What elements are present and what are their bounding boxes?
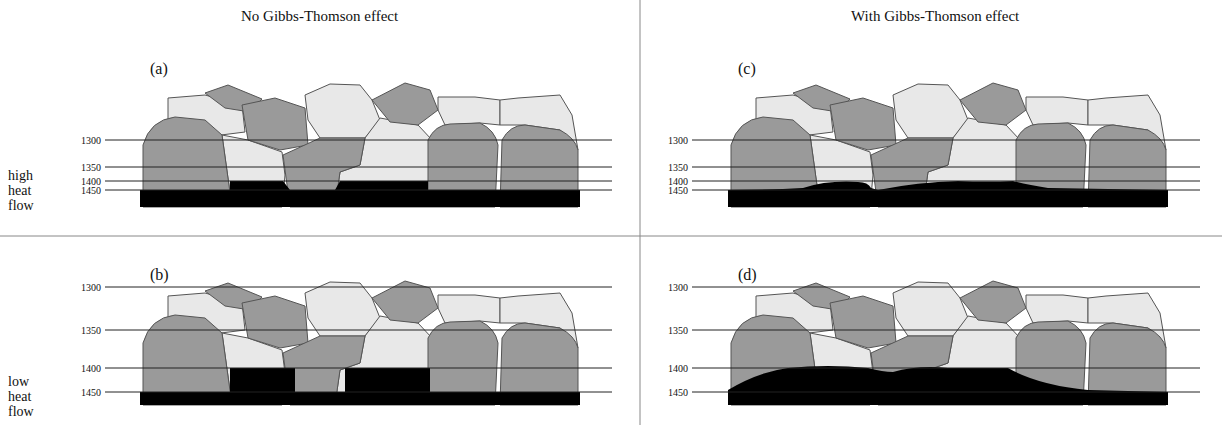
- isotherm-label: 1450: [668, 388, 688, 397]
- isotherm-label: 1450: [81, 388, 101, 397]
- panel-letter: (c): [738, 60, 756, 78]
- isotherm-label: 1300: [81, 283, 101, 292]
- isotherm-label: 1400: [81, 177, 101, 186]
- column-heading: With Gibbs-Thomson effect: [851, 8, 1019, 25]
- isotherm-label: 1450: [668, 186, 688, 195]
- isotherm-label: 1350: [668, 163, 688, 172]
- row-label: high heat flow: [8, 168, 48, 213]
- column-heading: No Gibbs-Thomson effect: [241, 8, 398, 25]
- isotherm-label: 1350: [81, 163, 101, 172]
- isotherm-label: 1400: [668, 177, 688, 186]
- panel-letter: (d): [738, 266, 757, 284]
- isotherm-label: 1450: [81, 186, 101, 195]
- panel-letter: (b): [150, 266, 169, 284]
- isotherm-label: 1300: [81, 136, 101, 145]
- isotherm-label: 1400: [668, 364, 688, 373]
- isotherm-label: 1400: [81, 364, 101, 373]
- isotherm-label: 1350: [81, 326, 101, 335]
- row-label: low heat flow: [8, 374, 48, 419]
- isotherm-label: 1300: [668, 136, 688, 145]
- isotherm-label: 1350: [668, 326, 688, 335]
- isotherm-label: 1300: [668, 283, 688, 292]
- panel-letter: (a): [150, 60, 168, 78]
